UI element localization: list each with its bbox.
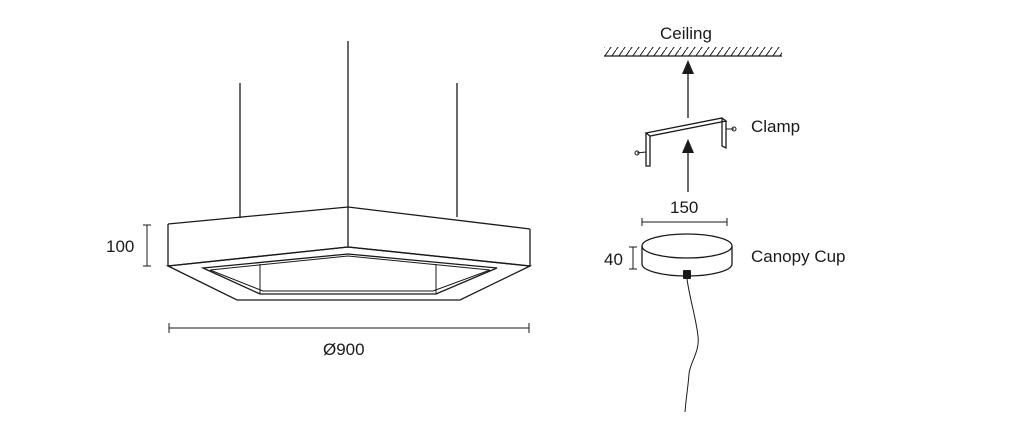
hexagon-bottom-outline <box>165 246 533 301</box>
luminaire-drawing <box>165 41 533 301</box>
hexagon-inner-frame <box>200 253 498 295</box>
canopy-label: Canopy Cup <box>751 247 846 266</box>
canopy-width-label: 150 <box>670 198 699 217</box>
diameter-dimension <box>168 323 530 333</box>
canopy-cup <box>641 233 733 279</box>
ceiling-label: Ceiling <box>660 24 712 43</box>
hexagon-inner-frame-lip <box>209 255 491 292</box>
height-label: 100 <box>106 237 135 256</box>
ceiling-symbol <box>604 47 782 57</box>
hexagon-top-face <box>167 206 531 230</box>
clamp-label: Clamp <box>751 117 801 136</box>
height-dimension <box>143 224 151 267</box>
canopy-height-dimension <box>629 246 637 270</box>
canopy-width-dimension <box>641 218 728 226</box>
arrow-to-clamp <box>682 139 694 192</box>
canopy-height-label: 40 <box>604 250 623 269</box>
clamp-bracket <box>634 117 737 167</box>
arrow-to-ceiling <box>682 60 694 118</box>
diameter-label: Ø900 <box>323 340 365 359</box>
power-cable <box>684 278 699 413</box>
